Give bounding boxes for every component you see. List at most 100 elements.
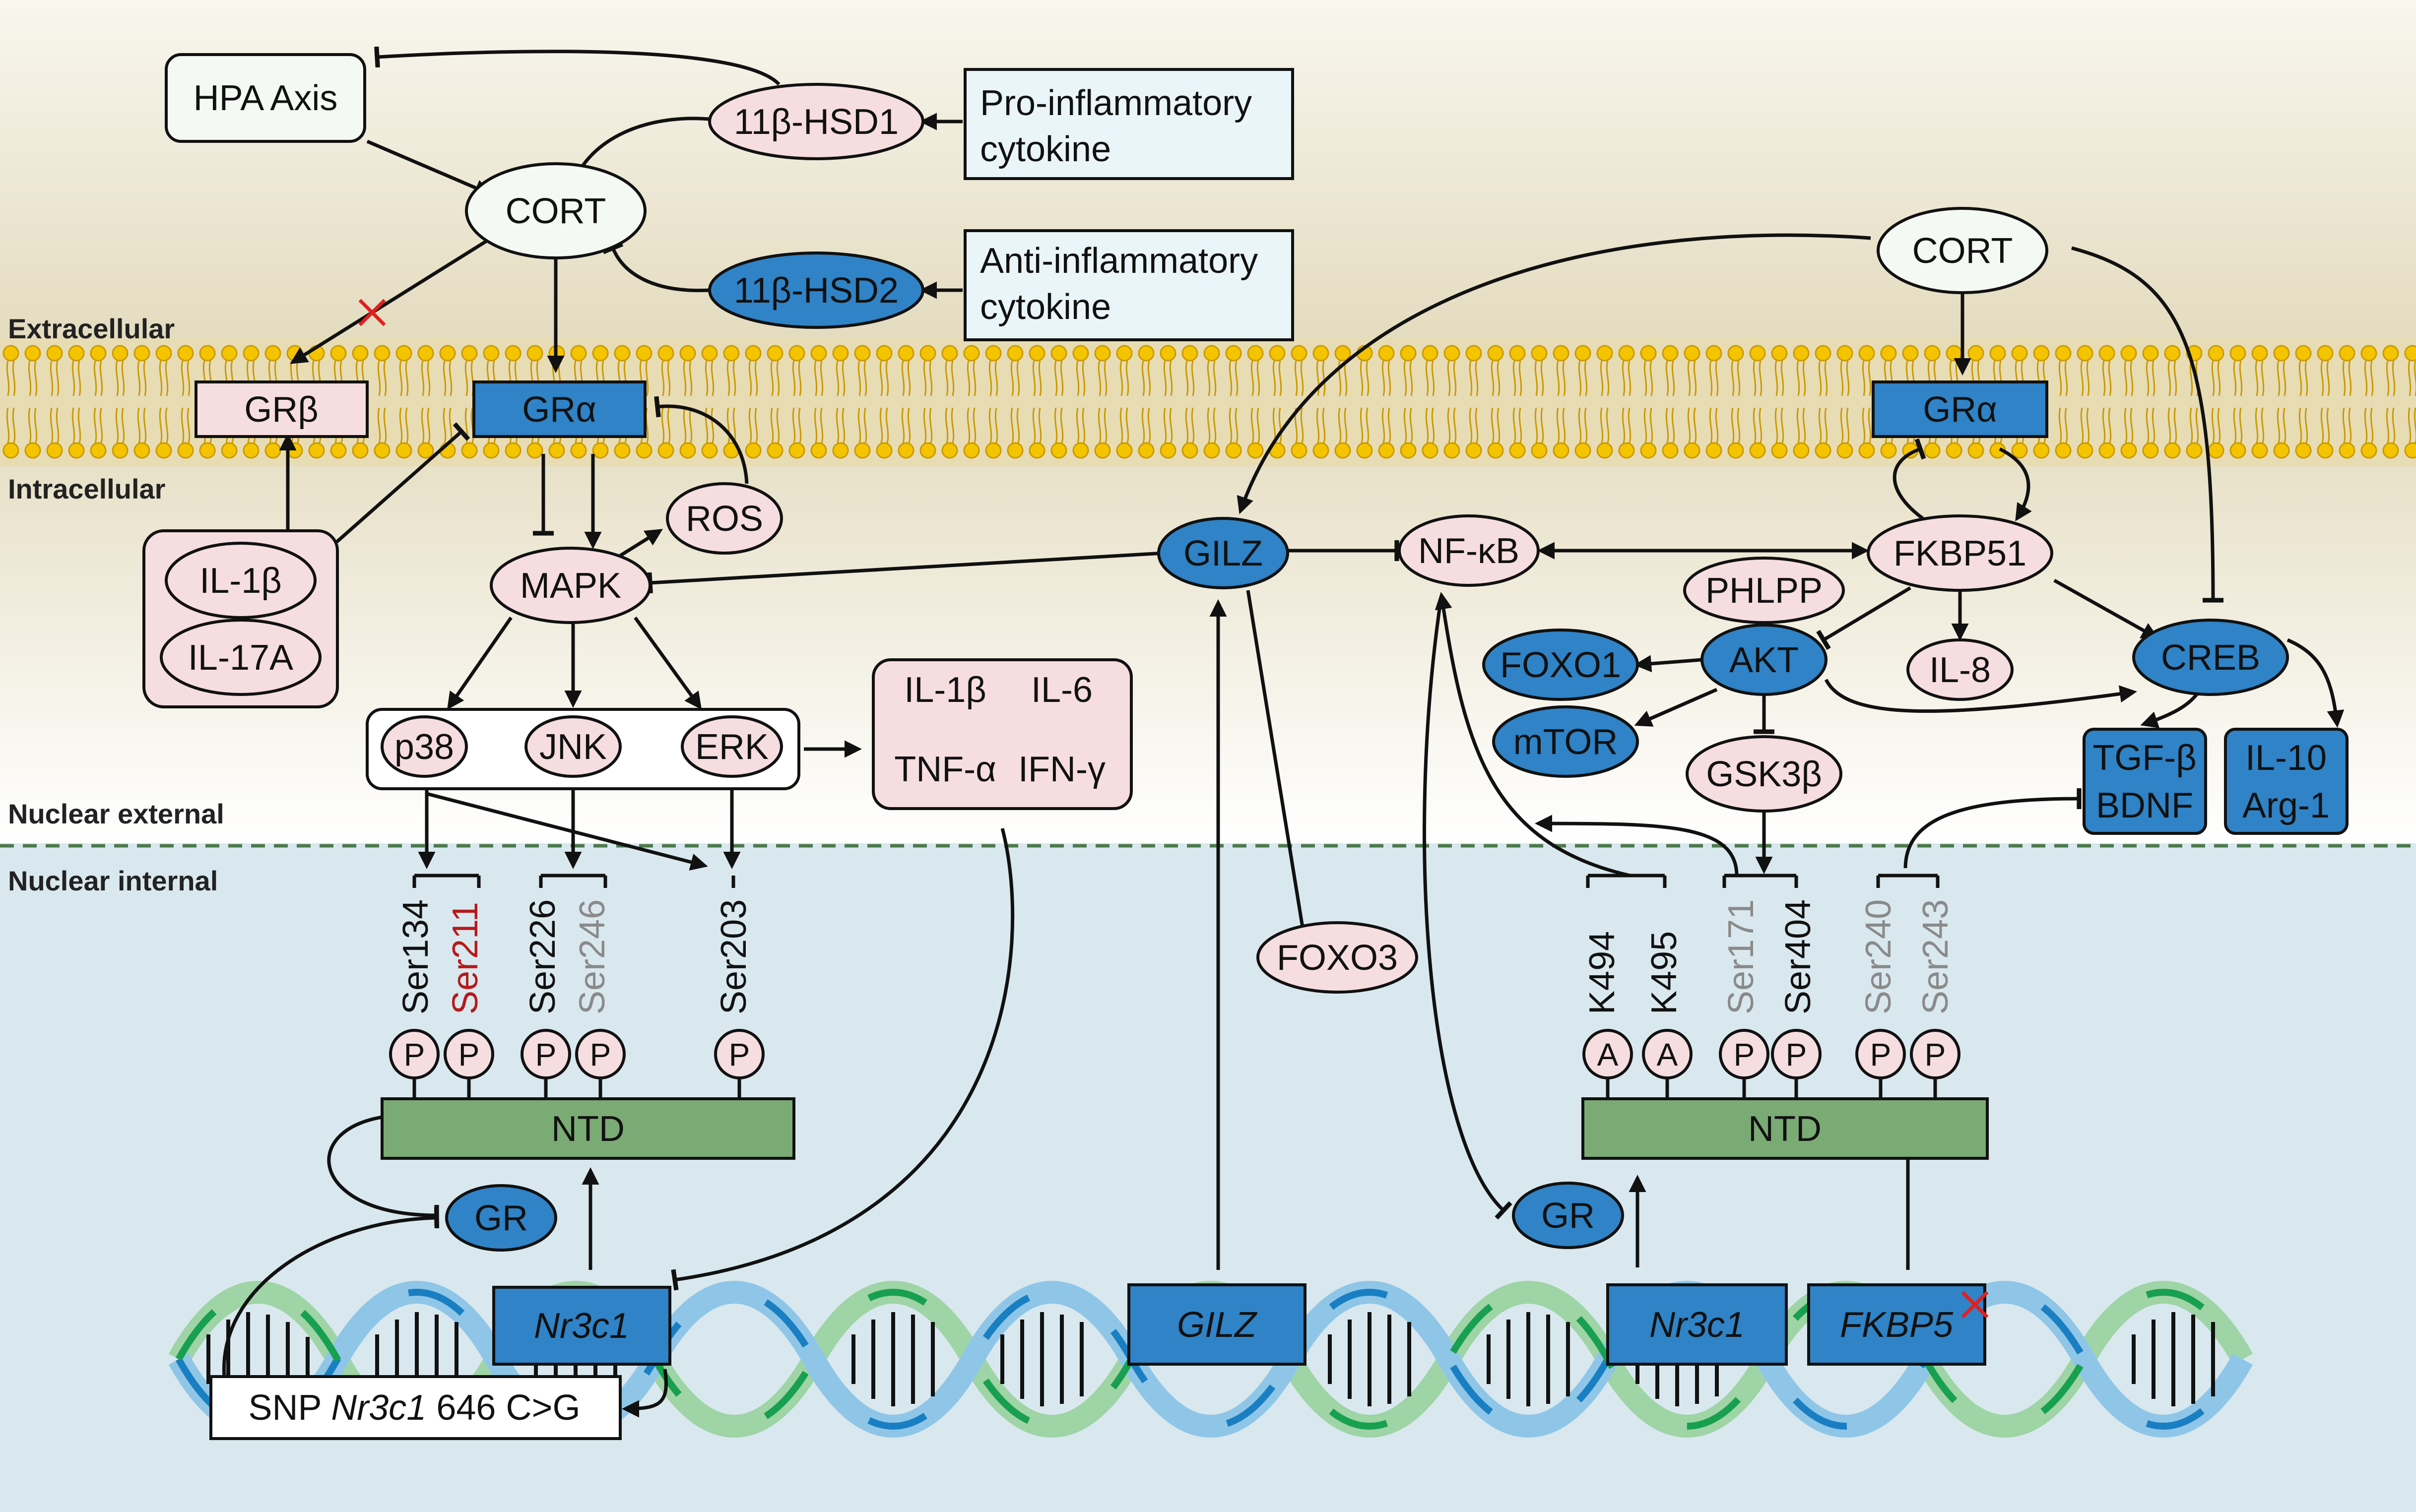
cytokine-output-box: IL-1β IL-6 TNF-α IFN-γ [872,658,1133,810]
hsd1-label: 11β-HSD1 [734,102,899,142]
gr-beta-label: GRβ [244,390,318,430]
label-intracellular: Intracellular [8,473,165,504]
gsk3b-label: GSK3β [1706,755,1822,794]
akt-node: AKT [1700,624,1828,696]
site-ser243: Ser243 [1916,899,1956,1014]
cytokine-tnfa: TNF-α [894,750,996,789]
acetyl-k494: A [1597,1037,1619,1072]
cort-left-label: CORT [506,191,606,231]
erk-label: ERK [695,727,769,767]
gr-beta-box: GRβ [195,380,369,438]
mtor-node: mTOR [1492,705,1639,778]
blocked-cross-grb [358,299,386,326]
foxo3-label: FOXO3 [1277,938,1398,978]
interleukin-box: IL-1β IL-17A [142,529,339,708]
label-nuclear-external: Nuclear external [8,798,224,829]
ntd-right: NTD [1581,1097,1989,1160]
tgfb-label: TGF-β [2092,738,2196,778]
arg1-label: Arg-1 [2242,786,2330,825]
site-ser171: Ser171 [1721,899,1761,1014]
fkbp51-node: FKBP51 [1867,514,2053,592]
site-k495: K495 [1644,931,1684,1014]
gr-left-node: GR [445,1184,557,1252]
phlpp-label: PHLPP [1705,571,1823,611]
mtor-label: mTOR [1513,722,1618,762]
gilz-gene: GILZ [1127,1283,1306,1366]
site-ser404: Ser404 [1778,899,1818,1014]
tgfb-bdnf-box: TGF-β BDNF [2083,728,2207,835]
nfkb-node: NF-κB [1398,514,1540,587]
fkbp51-label: FKBP51 [1894,534,2026,573]
right-sites: K494 K495 Ser171 Ser404 Ser240 Ser243 [1582,899,1956,1014]
gr-alpha-left-label: GRα [522,390,596,430]
label-nuclear-internal: Nuclear internal [8,865,218,896]
snp-box: SNP Nr3c1 646 C>G [209,1375,622,1440]
site-ser134: Ser134 [396,899,436,1014]
anti-inflammatory-line1: Anti-inflammatory [980,241,1258,281]
bdnf-label: BDNF [2096,786,2193,825]
anti-inflammatory-line2: cytokine [980,287,1111,327]
site-ser226: Ser226 [523,899,563,1014]
phlpp-node: PHLPP [1683,557,1845,624]
gr-alpha-right-box: GRα [1872,380,2048,438]
hpa-axis-box: HPA Axis [165,53,366,143]
label-extracellular: Extracellular [8,313,175,344]
connectors [222,46,2345,1418]
ntd-left: NTD [381,1097,795,1160]
p38-label: p38 [394,727,454,767]
acetyl-k495: A [1657,1037,1678,1072]
gr-alpha-right-label: GRα [1923,390,1997,430]
gr-right-label: GR [1541,1196,1595,1236]
il8-node: IL-8 [1906,638,2014,701]
phospho-ser203: P [729,1037,750,1072]
site-ser211: Ser211 [446,902,485,1014]
phospho-ser134: P [404,1037,425,1072]
cort-right-label: CORT [1912,231,2013,271]
gr-right-node: GR [1512,1182,1624,1249]
ros-label: ROS [686,499,763,539]
gilz-gene-label: GILZ [1177,1305,1257,1345]
site-ser203: Ser203 [714,899,754,1014]
nr3c1-left-label: Nr3c1 [534,1306,629,1346]
creb-label: CREB [2161,638,2260,678]
cort-left-node: CORT [465,162,647,259]
site-ser246: Ser246 [573,899,612,1014]
left-sites: Ser134 Ser211 Ser226 Ser246 Ser203 [396,899,754,1014]
akt-label: AKT [1729,640,1799,680]
fkbp5-gene: FKBP5 [1807,1283,1986,1366]
nr3c1-right-label: Nr3c1 [1649,1305,1745,1345]
snp-label: SNP Nr3c1 646 C>G [249,1388,581,1428]
cytokine-il6: IL-6 [1031,670,1093,710]
nr3c1-right-gene: Nr3c1 [1606,1283,1788,1366]
left-phospho-groups: P P P P P [389,1029,765,1099]
il17a-label: IL-17A [188,638,293,678]
fkbp5-label: FKBP5 [1840,1305,1954,1345]
ros-node: ROS [666,482,783,555]
cytokine-ifng: IFN-γ [1018,750,1106,789]
gilz-label: GILZ [1183,534,1263,573]
kinase-box: p38 JNK ERK [366,708,800,790]
phospho-ser211: P [458,1037,480,1072]
nr3c1-left-gene: Nr3c1 [492,1286,671,1366]
site-ser240: Ser240 [1859,899,1898,1014]
creb-node: CREB [2132,619,2289,696]
il8-label: IL-8 [1929,650,1991,690]
phospho-ser404: P [1786,1037,1807,1072]
mapk-node: MAPK [490,547,652,624]
jnk-label: JNK [539,727,607,767]
pro-inflammatory-box: Pro-inflammatory cytokine [964,68,1294,180]
right-modification-groups: A A P P P P [1582,1029,1960,1099]
il10-arg1-box: IL-10 Arg-1 [2224,728,2349,835]
hpa-axis-label: HPA Axis [194,78,338,118]
foxo3-node: FOXO3 [1256,921,1418,994]
gr-alpha-left-box: GRα [472,380,647,438]
phospho-ser171: P [1734,1037,1755,1072]
foxo1-node: FOXO1 [1482,629,1639,701]
ntd-left-label: NTD [551,1109,625,1149]
nfkb-label: NF-κB [1418,531,1519,571]
mapk-label: MAPK [520,566,621,606]
il10-label: IL-10 [2245,738,2327,778]
gr-left-label: GR [474,1198,528,1238]
il1b-left-label: IL-1β [199,561,281,601]
